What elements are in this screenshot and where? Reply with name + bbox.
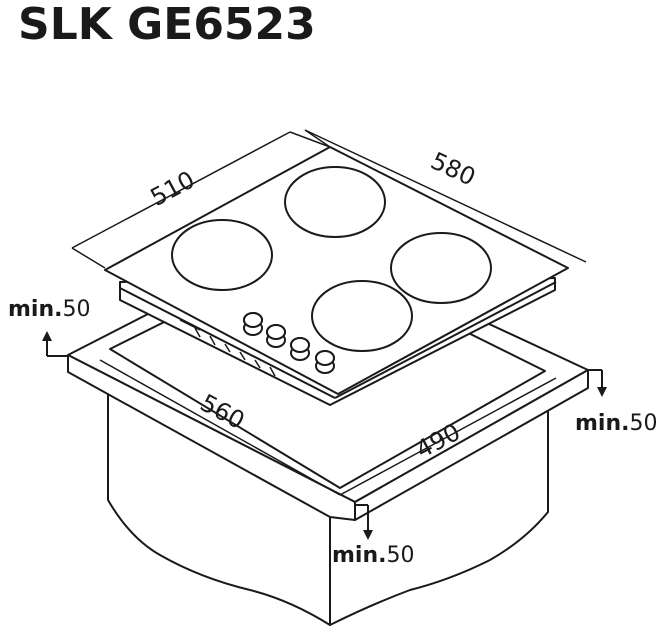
hob	[104, 146, 569, 406]
clearance-label-back: min.50	[8, 297, 90, 322]
clearance-arrows	[42, 331, 607, 540]
worktop-front-edge	[67, 354, 356, 521]
clearance-label-right: min.50	[575, 411, 657, 436]
clearance-back-value: 50	[62, 297, 90, 322]
clearance-right-value: 50	[629, 411, 657, 436]
hob-ribs	[179, 319, 276, 377]
clearance-back-word: min.	[8, 297, 62, 322]
burner-back	[284, 166, 386, 238]
dim-510-line	[71, 131, 291, 249]
dim-490-line	[339, 377, 557, 496]
hob-bottom-edge-right	[334, 281, 557, 399]
burner-front	[311, 280, 413, 352]
hob-bottom-edge	[119, 287, 336, 399]
burner-left	[171, 219, 273, 291]
cabinet-front-face	[107, 384, 331, 626]
clearance-right-word: min.	[575, 411, 629, 436]
worktop-side-edge	[354, 369, 589, 521]
dimension-lines	[71, 129, 587, 496]
dim-label-580: 580	[426, 147, 479, 192]
clearance-label-front: min.50	[332, 543, 414, 568]
dim-560-line	[99, 359, 341, 496]
cabinet	[107, 384, 549, 626]
control-knobs	[243, 312, 335, 374]
dim-580-line	[304, 129, 587, 263]
page-title: SLK GE6523	[18, 0, 316, 50]
clearance-front-value: 50	[386, 543, 414, 568]
cabinet-side-face	[329, 397, 549, 626]
hob-glass-top	[104, 146, 569, 395]
clearance-front-word: min.	[332, 543, 386, 568]
burner-right	[390, 232, 492, 304]
